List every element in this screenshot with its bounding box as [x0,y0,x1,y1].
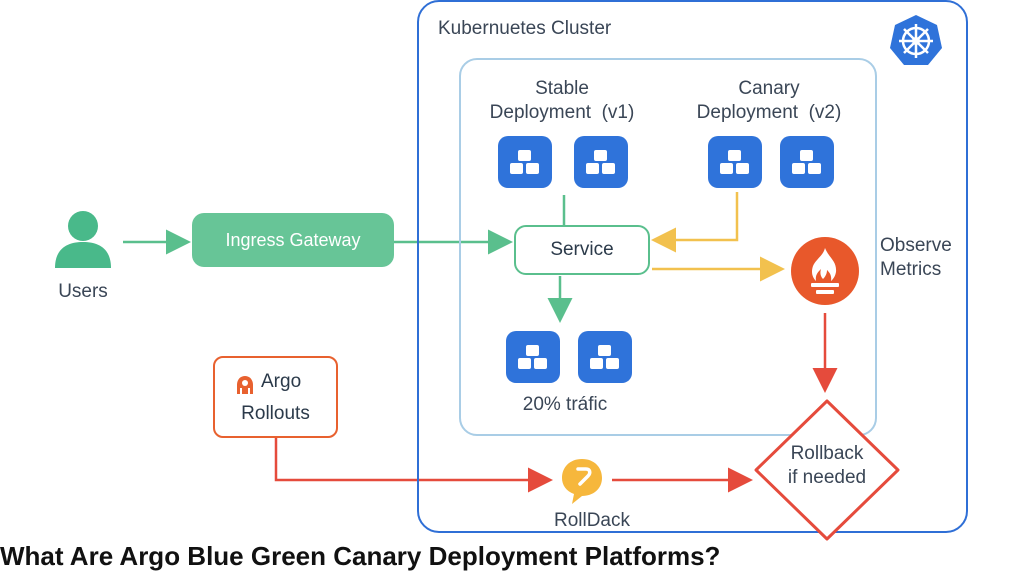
users-label: Users [58,281,108,302]
canary-deployment-label: Canary Deployment (v2) [674,77,864,125]
arrow-argo-to-rollback [274,438,553,493]
stable-pod-1 [498,136,552,188]
prometheus-flame-icon [790,236,860,306]
canary-line2: Deployment (v2) [696,102,842,123]
traffic-label: 20% tráfic [522,394,608,415]
pod-cubes-icon [792,150,821,174]
observe-line1: Observe [880,235,952,256]
canary-pod-2 [780,136,834,188]
kubernetes-helm-icon [889,13,943,67]
argo-rollouts-node: Argo Rollouts [213,356,338,438]
observe-line2: Metrics [880,259,942,280]
rollback-decision-line1: Rollback [790,443,864,464]
stable-line1: Stable [535,78,589,99]
stable-deployment-label: Stable Deployment (v1) [470,77,654,125]
pod-cubes-icon [586,150,615,174]
rollback-decision-node: Rollback if needed [752,398,902,542]
argo-line2: Rollouts [241,403,310,424]
rollback-bubble-icon [558,456,606,506]
ingress-gateway-node: Ingress Gateway [192,213,394,267]
pod-cubes-icon [518,345,547,369]
kubernetes-cluster-boundary [417,0,968,533]
observe-metrics-label: Observe Metrics [880,234,952,282]
user-icon [52,208,114,270]
canary-line1: Canary [738,78,800,99]
namespace-boundary [459,58,877,436]
traffic-pod-2 [578,331,632,383]
cluster-title: Kubernuetes Cluster [438,18,612,39]
rollback-label: RollDack [553,510,631,531]
argo-icon [237,376,253,394]
argo-line1: Argo [261,371,302,392]
pod-cubes-icon [590,345,619,369]
rollback-decision-line2: if needed [787,467,867,488]
arrow-canary-to-service [651,192,739,253]
canary-pod-1 [708,136,762,188]
service-node: Service [514,225,650,275]
stable-line2: Deployment (v1) [489,102,635,123]
pod-cubes-icon [720,150,749,174]
pod-cubes-icon [510,150,539,174]
traffic-pod-1 [506,331,560,383]
page-title: What Are Argo Blue Green Canary Deployme… [0,541,721,571]
stable-pod-2 [574,136,628,188]
